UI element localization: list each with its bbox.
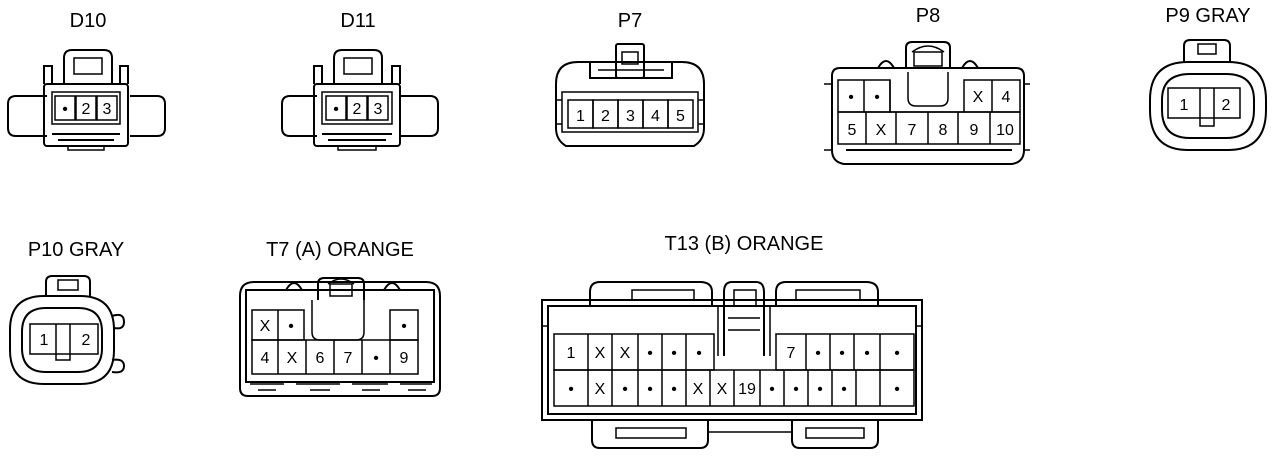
connector-p10-title: P10 GRAY bbox=[28, 239, 124, 261]
t7-pin-row2-3: 6 bbox=[316, 350, 325, 367]
t13-pin-row2-4: • bbox=[647, 381, 653, 398]
t7-pin-row1-3: • bbox=[401, 318, 407, 335]
connector-d11: D11 • 2 3 bbox=[281, 10, 439, 151]
connector-p8-title: P8 bbox=[916, 5, 940, 27]
t7-pin-row2-5: • bbox=[373, 350, 379, 367]
t13-pin-row1-6: • bbox=[696, 345, 702, 362]
t13-pin-row2-3: • bbox=[622, 381, 628, 398]
t7-pin-row2-1: 4 bbox=[261, 350, 270, 367]
p8-pin-row1-4: 4 bbox=[1002, 89, 1011, 106]
connector-p7-title: P7 bbox=[618, 10, 642, 32]
d11-pin-3: 3 bbox=[374, 101, 383, 118]
connector-p8: P8 • • X 4 5 X 7 8 9 10 bbox=[824, 5, 1030, 165]
connector-d11-title: D11 bbox=[340, 10, 375, 32]
d11-pin-2: 2 bbox=[353, 101, 362, 118]
p9-pin-1: 1 bbox=[1180, 97, 1189, 114]
t13-pin-row2-13: • bbox=[894, 381, 900, 398]
p8-pin-row2-3: 7 bbox=[908, 122, 917, 139]
p8-pin-row2-6: 10 bbox=[996, 122, 1014, 139]
p7-cavity-5 bbox=[667, 99, 694, 129]
connector-p9: P9 GRAY 1 2 bbox=[1149, 5, 1267, 151]
d10-pin-1: • bbox=[62, 101, 68, 118]
t13-pin-row1-7: 7 bbox=[787, 345, 796, 362]
t13-pin-row1-9: • bbox=[839, 345, 845, 362]
connector-p9-title: P9 GRAY bbox=[1165, 5, 1250, 27]
p7-pin-5: 5 bbox=[676, 108, 685, 125]
t13-pin-row1-3: X bbox=[620, 345, 631, 362]
t13-pin-row1-4: • bbox=[647, 345, 653, 362]
connector-t7-title: T7 (A) ORANGE bbox=[266, 239, 414, 261]
t13-pin-row2-10: • bbox=[793, 381, 799, 398]
p8-pin-row1-2: • bbox=[874, 89, 880, 106]
t13-pin-row1-10: • bbox=[864, 345, 870, 362]
t13-pin-row2-12: • bbox=[841, 381, 847, 398]
p8-pin-row2-2: X bbox=[876, 122, 887, 139]
p10-pin-1: 1 bbox=[40, 332, 49, 349]
t7-pin-row2-6: 9 bbox=[400, 350, 409, 367]
t13-pin-row2-6: X bbox=[693, 381, 704, 398]
connector-t7: T7 (A) ORANGE X • • 4 X 6 7 • 9 bbox=[239, 239, 441, 397]
p8-pin-row2-1: 5 bbox=[848, 122, 857, 139]
t7-pin-row1-1: X bbox=[260, 318, 271, 335]
t7-pin-row1-2: • bbox=[288, 318, 294, 335]
t13-pin-row1-5: • bbox=[671, 345, 677, 362]
d10-cavity-1 bbox=[54, 95, 76, 121]
t13-pin-row2-2: X bbox=[595, 381, 606, 398]
p9-pin-2: 2 bbox=[1222, 97, 1231, 114]
p8-pin-row2-5: 9 bbox=[970, 122, 979, 139]
connector-t13-title: T13 (B) ORANGE bbox=[665, 233, 824, 255]
t13-pin-row2-1: • bbox=[568, 381, 574, 398]
connector-d10-title: D10 bbox=[70, 10, 107, 32]
p7-pin-3: 3 bbox=[626, 108, 635, 125]
p8-pin-row2-4: 8 bbox=[939, 122, 948, 139]
t13-pin-row2-5: • bbox=[671, 381, 677, 398]
p7-pin-4: 4 bbox=[651, 108, 660, 125]
t13-pin-row2-8: 19 bbox=[738, 381, 756, 398]
d10-pin-2: 2 bbox=[82, 101, 91, 118]
d10-cavity-2 bbox=[75, 95, 97, 121]
t13-pin-row1-1: 1 bbox=[567, 345, 576, 362]
d11-cavity-2 bbox=[346, 95, 368, 121]
connector-t13: T13 (B) ORANGE 1 X X • bbox=[541, 233, 923, 449]
connector-d10: D10 • 2 3 bbox=[7, 10, 166, 151]
d10-cavity-3 bbox=[96, 95, 118, 121]
connector-p7: P7 1 2 3 4 5 bbox=[555, 10, 705, 147]
p10-pin-2: 2 bbox=[82, 332, 91, 349]
t13-pin-row2-9: • bbox=[769, 381, 775, 398]
p7-pin-2: 2 bbox=[601, 108, 610, 125]
t13-pin-row2-7: X bbox=[717, 381, 728, 398]
t13-pin-row1-8: • bbox=[815, 345, 821, 362]
t7-pin-row2-2: X bbox=[287, 350, 298, 367]
p8-pin-row1-3: X bbox=[973, 89, 984, 106]
t13-pin-row1-2: X bbox=[595, 345, 606, 362]
t13-pin-row1-11: • bbox=[894, 345, 900, 362]
p7-pin-1: 1 bbox=[576, 108, 585, 125]
p8-pin-row1-1: • bbox=[848, 89, 854, 106]
t13-pin-row2-11: • bbox=[817, 381, 823, 398]
d11-cavity-3 bbox=[367, 95, 389, 121]
d10-pin-3: 3 bbox=[103, 101, 112, 118]
t7-pin-row2-4: 7 bbox=[344, 350, 353, 367]
connector-p10: P10 GRAY 1 2 bbox=[9, 239, 126, 385]
d11-cavity-1 bbox=[325, 95, 347, 121]
d11-pin-1: • bbox=[333, 101, 339, 118]
